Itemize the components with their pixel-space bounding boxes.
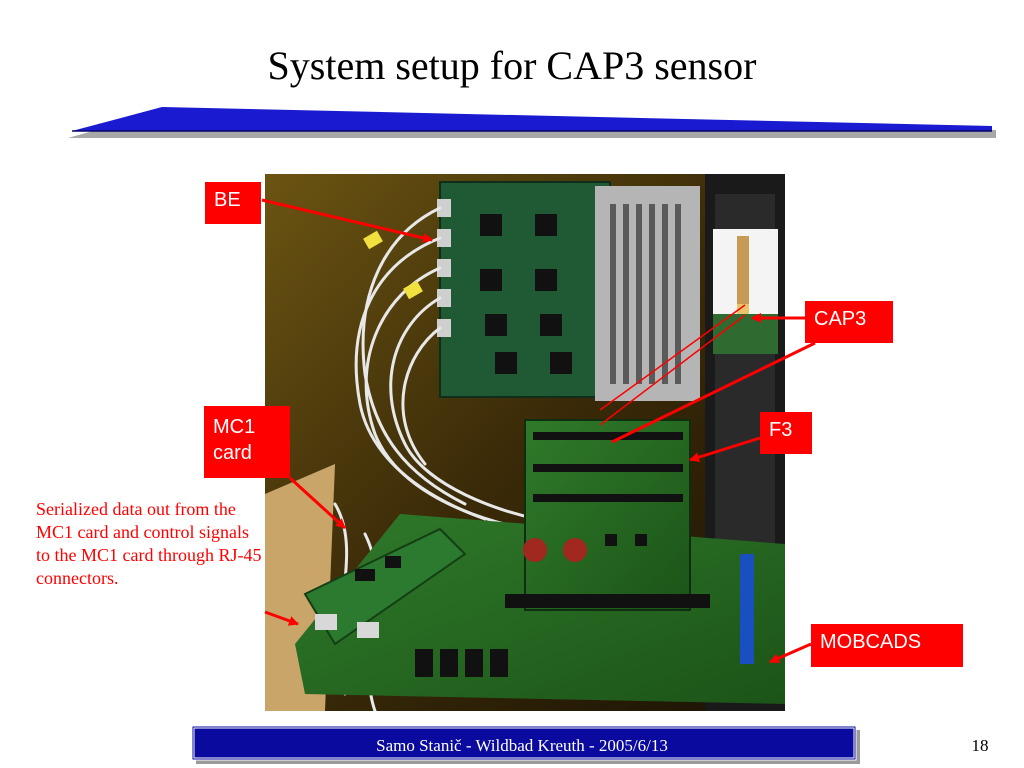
- label-mobcads: MOBCADS: [811, 624, 963, 667]
- label-cap3: CAP3: [805, 301, 893, 343]
- setup-photo: [265, 174, 785, 711]
- footer-bar: [192, 726, 860, 764]
- title-underline-bar: [68, 107, 996, 138]
- footer-text: Samo Stanič - Wildbad Kreuth - 2005/6/13: [376, 736, 668, 755]
- label-mc1-card: MC1 card: [204, 406, 290, 478]
- label-f3: F3: [760, 412, 812, 454]
- label-mc1-line2: card: [213, 442, 252, 464]
- label-mc1-line1: MC1: [213, 416, 256, 438]
- caption-text: Serialized data out from the MC1 card an…: [36, 499, 262, 588]
- label-be: BE: [205, 182, 261, 224]
- page-number: 18: [971, 736, 989, 755]
- slide-title: System setup for CAP3 sensor: [267, 43, 757, 88]
